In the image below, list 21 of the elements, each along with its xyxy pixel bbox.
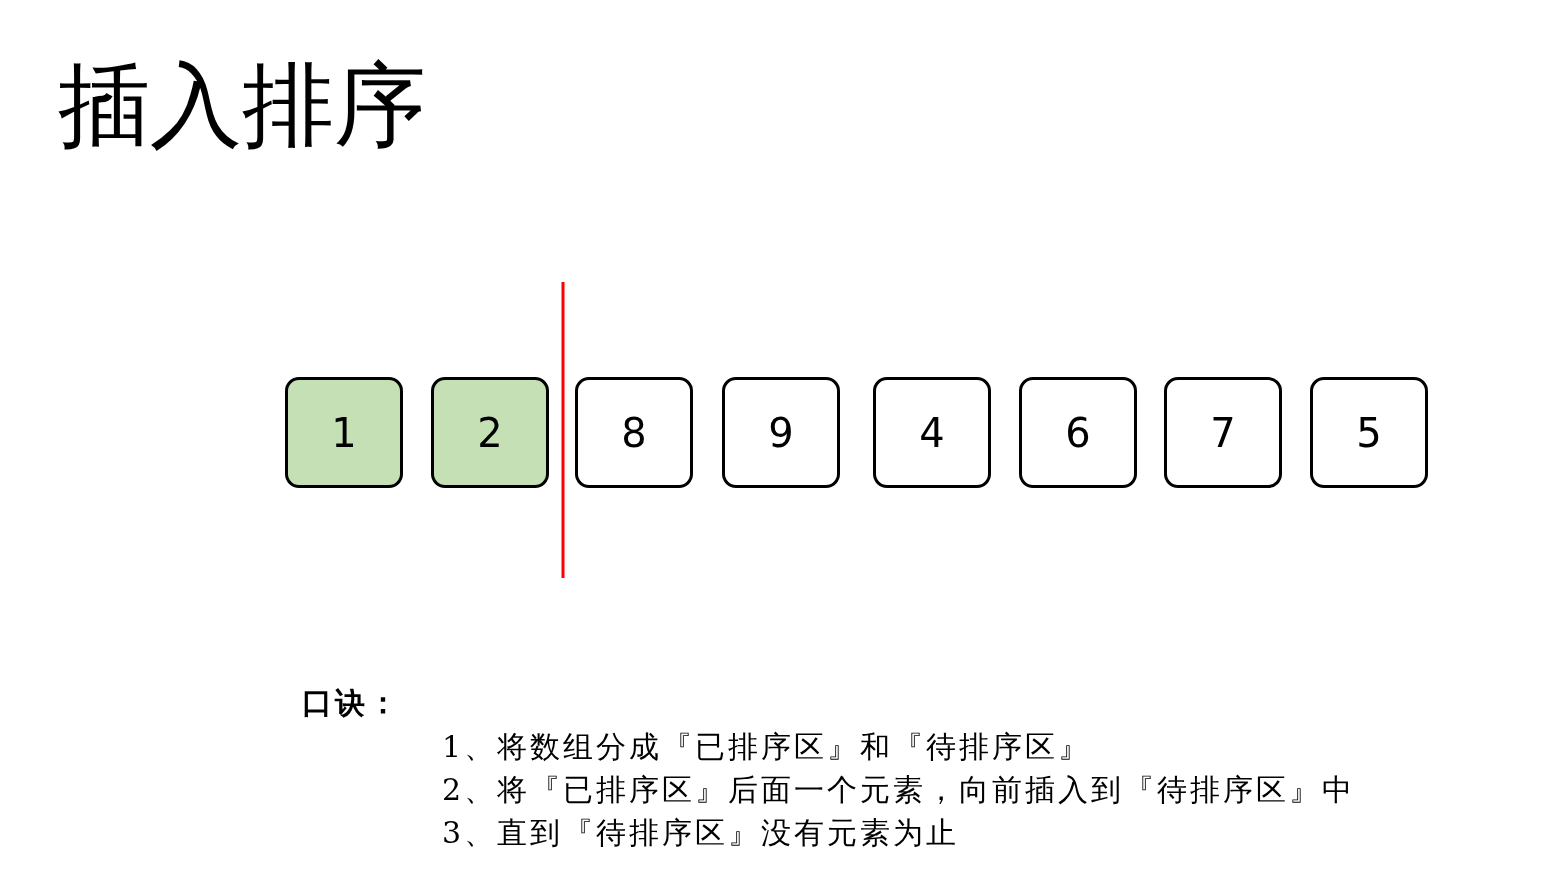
number-text: 4 xyxy=(919,409,945,456)
rule-text: 1、将数组分成『已排序区』和『待排序区』 xyxy=(442,728,1092,766)
number-box xyxy=(1310,377,1428,488)
number-box xyxy=(1164,377,1282,488)
number-box xyxy=(722,377,840,488)
number-text: 5 xyxy=(1356,409,1382,456)
number-text: 6 xyxy=(1065,409,1091,456)
number-text: 7 xyxy=(1210,409,1236,456)
number-text: 2 xyxy=(477,409,503,456)
number-box xyxy=(575,377,693,488)
number-text: 8 xyxy=(621,409,647,456)
rule-text: 3、直到『待排序区』没有元素为止 xyxy=(442,814,960,852)
heading-text: 口诀： xyxy=(302,684,401,722)
number-text: 1 xyxy=(331,409,357,456)
title: 插入排序 xyxy=(58,55,426,157)
number-box xyxy=(431,377,549,488)
rule-text: 2、将『已排序区』后面一个元素，向前插入到『待排序区』中 xyxy=(442,771,1356,809)
number-box xyxy=(1019,377,1137,488)
number-text: 9 xyxy=(768,409,794,456)
number-box xyxy=(873,377,991,488)
number-box xyxy=(285,377,403,488)
